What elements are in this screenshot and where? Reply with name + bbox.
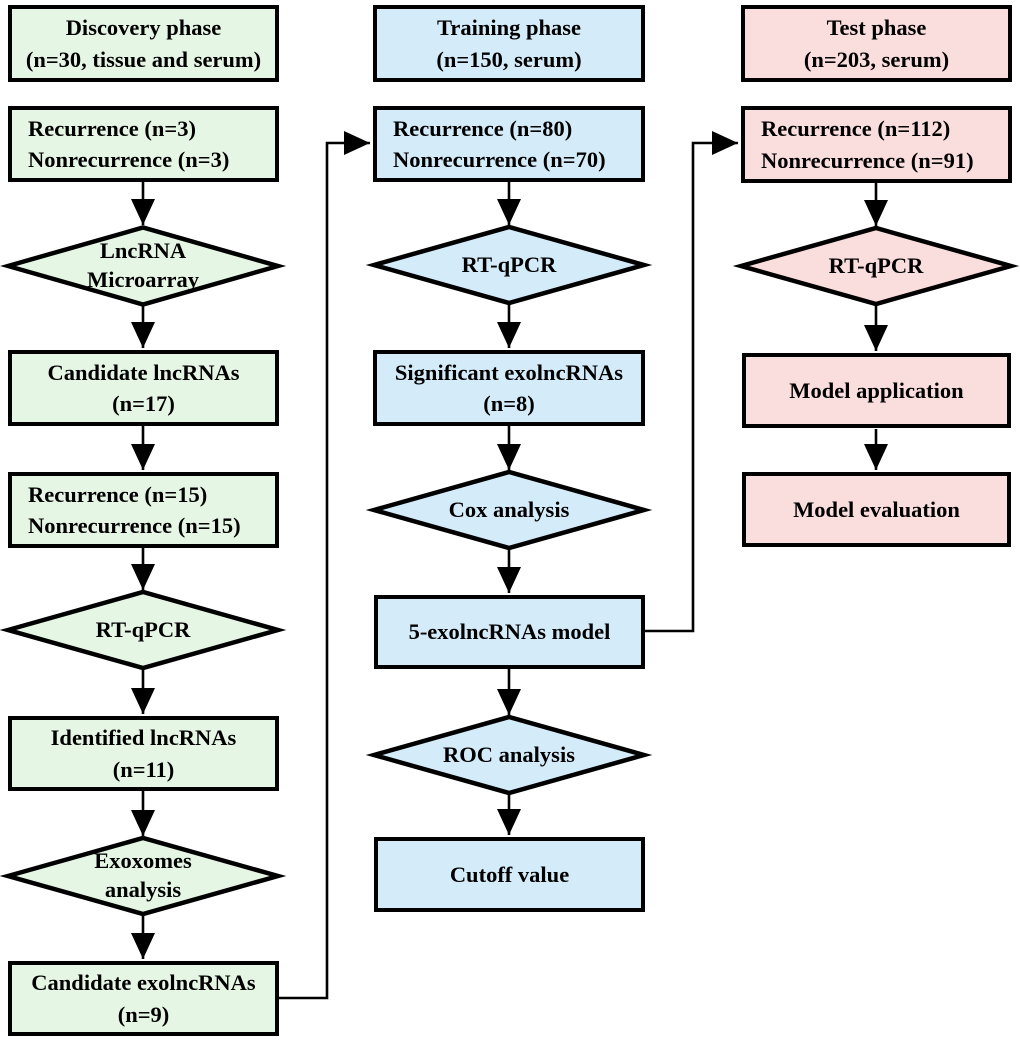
box-text: (n=30, tissue and serum) (25, 46, 262, 72)
discovery-cohort1-box: Recurrence (n=3) Nonrecurrence (n=3) (8, 106, 279, 182)
box-text: Nonrecurrence (n=3) (28, 147, 230, 172)
box-text: Significant exolncRNAs (394, 359, 624, 385)
box-text: Candidate exolncRNAs (31, 970, 256, 996)
exosomes-analysis-diamond (0, 835, 287, 917)
connector-discovery-to-training (277, 131, 370, 1000)
discovery-rtqpcr-diamond (0, 589, 287, 671)
lncrna-microarray-diamond (0, 225, 287, 307)
box-text: 5-exolncRNAs model (408, 619, 611, 645)
model-application-box: Model application (742, 353, 1011, 428)
box-text: (n=203, serum) (803, 46, 950, 72)
box-text: Discovery phase (65, 15, 222, 41)
box-text: Training phase (437, 15, 581, 41)
identified-lncrnas-box: Identified lncRNAs (n=11) (8, 716, 279, 791)
box-text: Recurrence (n=3) (28, 115, 196, 141)
box-text: (n=17) (112, 391, 175, 416)
box-text: Nonrecurrence (n=70) (393, 147, 606, 172)
box-text: Identified lncRNAs (50, 725, 237, 751)
cox-analysis-diamond (365, 469, 653, 551)
box-text: Model evaluation (793, 496, 960, 522)
box-text: Nonrecurrence (n=91) (761, 147, 974, 173)
box-text: (n=8) (483, 391, 535, 416)
candidate-exolncrnas-box: Candidate exolncRNAs (n=9) (8, 961, 279, 1036)
box-text: Test phase (826, 15, 927, 41)
box-text: Nonrecurrence (n=15) (28, 513, 241, 538)
box-text: (n=150, serum) (436, 46, 582, 72)
training-cohort-box: Recurrence (n=80) Nonrecurrence (n=70) (373, 106, 645, 182)
connector-training-to-test (643, 131, 738, 633)
five-exolncrnas-model-box: 5-exolncRNAs model (374, 595, 645, 669)
test-phase-header-box: Test phase (n=203, serum) (741, 5, 1012, 82)
significant-exolncrnas-box: Significant exolncRNAs (n=8) (373, 350, 645, 426)
box-text: (n=11) (112, 756, 175, 782)
test-rtqpcr-diamond (732, 225, 1020, 307)
test-cohort-box: Recurrence (n=112) Nonrecurrence (n=91) (741, 106, 1012, 183)
box-text: Recurrence (n=112) (761, 116, 951, 142)
roc-analysis-diamond (365, 714, 653, 796)
cutoff-value-box: Cutoff value (374, 837, 645, 912)
discovery-cohort2-box: Recurrence (n=15) Nonrecurrence (n=15) (8, 472, 279, 548)
training-rtqpcr-diamond (365, 224, 653, 306)
box-text: Recurrence (n=80) (393, 115, 573, 141)
box-text: Candidate lncRNAs (47, 359, 240, 385)
model-evaluation-box: Model evaluation (742, 472, 1011, 547)
box-text: Model application (789, 377, 964, 403)
training-phase-header-box: Training phase (n=150, serum) (373, 5, 645, 82)
box-text: Cutoff value (449, 861, 570, 887)
box-text: (n=9) (117, 1001, 170, 1027)
discovery-phase-header-box: Discovery phase (n=30, tissue and serum) (8, 5, 279, 82)
box-text: Recurrence (n=15) (28, 481, 208, 507)
candidate-lncrnas-box: Candidate lncRNAs (n=17) (8, 350, 279, 426)
